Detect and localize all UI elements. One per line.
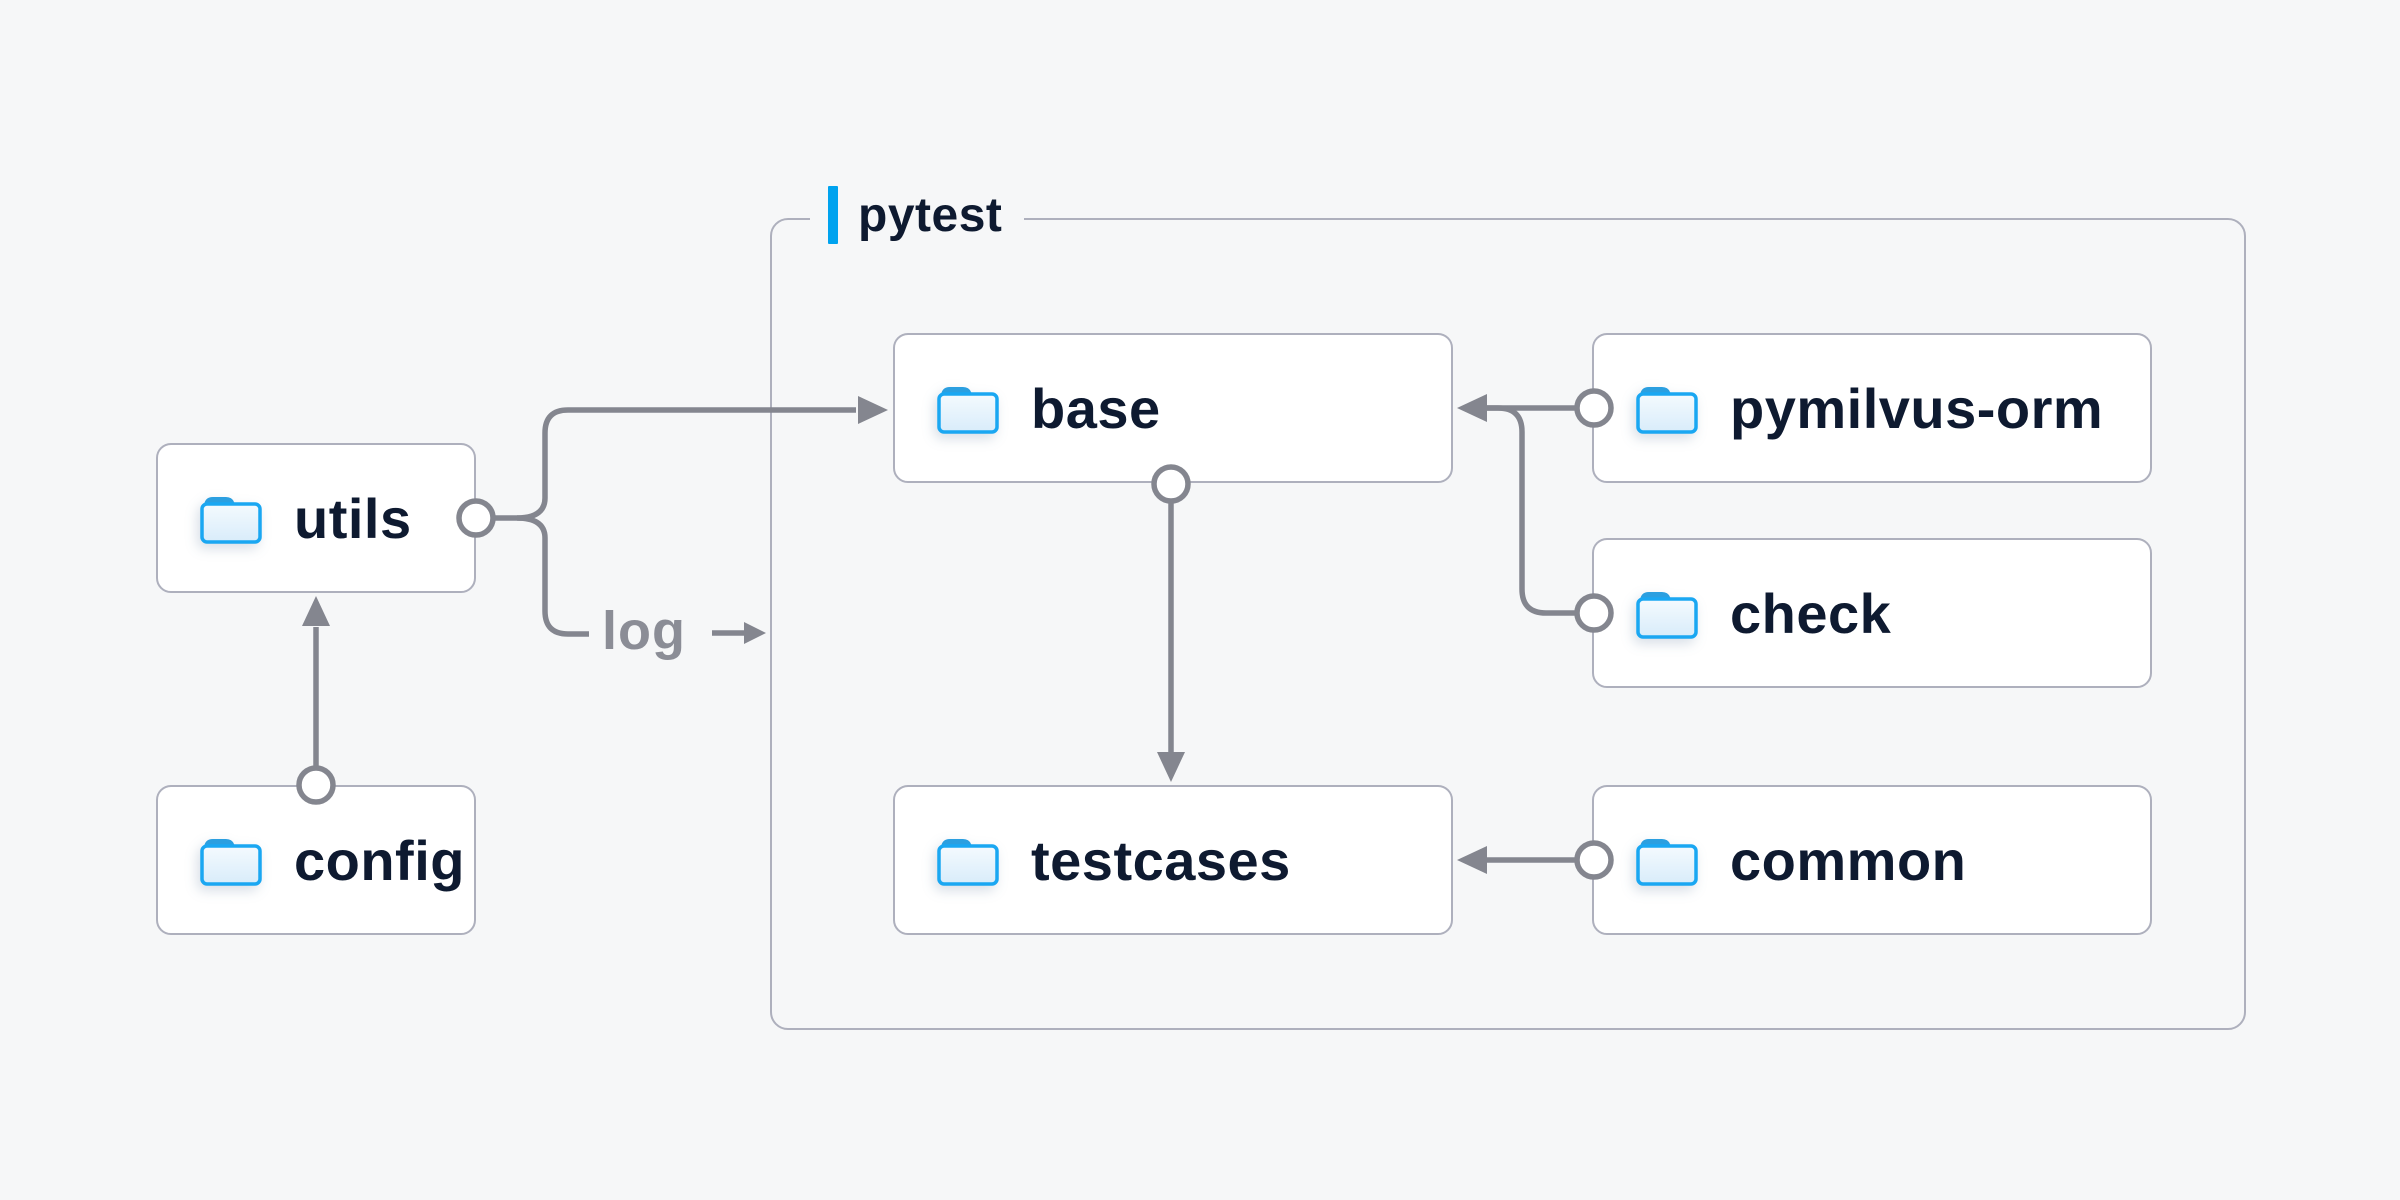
- arrowhead-log: [744, 622, 766, 644]
- log-edge-label: log: [602, 601, 686, 661]
- node-testcases: testcases: [893, 785, 1453, 935]
- node-testcases-label: testcases: [1031, 828, 1291, 892]
- node-utils-label: utils: [294, 486, 412, 550]
- folder-icon: [1636, 387, 1698, 434]
- node-pymilvus-orm: pymilvus-orm: [1592, 333, 2152, 483]
- folder-icon: [937, 839, 999, 886]
- folder-icon: [200, 497, 262, 544]
- node-check-label: check: [1730, 581, 1892, 645]
- folder-icon: [200, 839, 262, 886]
- pytest-group-box: [770, 218, 2246, 1030]
- node-pymilvus-orm-label: pymilvus-orm: [1730, 376, 2104, 440]
- node-utils: utils: [156, 443, 476, 593]
- node-config: config: [156, 785, 476, 935]
- node-base-label: base: [1031, 376, 1161, 440]
- node-config-label: config: [294, 828, 465, 892]
- edge-utils-log: [516, 515, 589, 637]
- accent-bar: [828, 186, 838, 244]
- arrowhead-config-utils: [302, 596, 330, 626]
- folder-icon: [937, 387, 999, 434]
- node-common-label: common: [1730, 828, 1967, 892]
- node-common: common: [1592, 785, 2152, 935]
- folder-icon: [1636, 839, 1698, 886]
- folder-icon: [1636, 592, 1698, 639]
- pytest-group-label: pytest: [810, 184, 1025, 246]
- node-base: base: [893, 333, 1453, 483]
- pytest-group-label-text: pytest: [858, 188, 1003, 242]
- node-check: check: [1592, 538, 2152, 688]
